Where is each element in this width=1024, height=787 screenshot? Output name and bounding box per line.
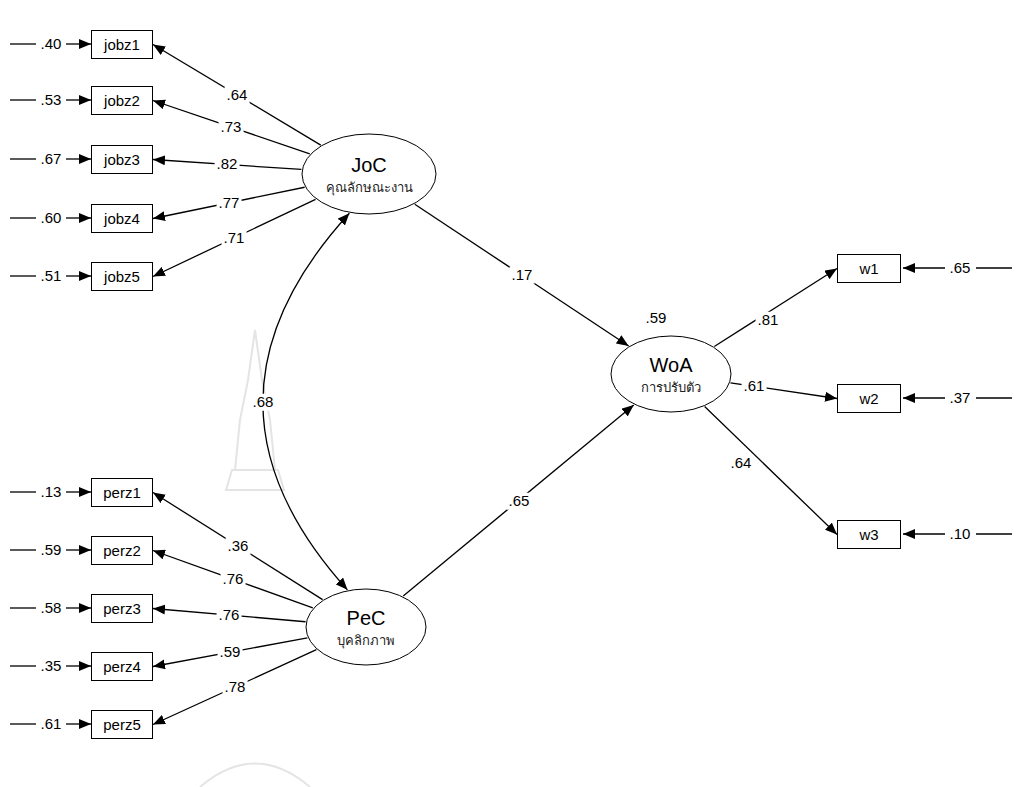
latent-ellipse: JoCคุณลักษณะงาน [301, 133, 437, 215]
indicator-name: perz3 [103, 600, 141, 617]
path-coefficient: .81 [756, 312, 781, 329]
path-arrow [153, 638, 307, 667]
path-coefficient: .36 [226, 538, 251, 555]
path-arrow [403, 405, 634, 596]
error-leader-lines [10, 44, 1012, 724]
indicator-name: jobz4 [104, 210, 140, 227]
error-variance: .10 [948, 526, 973, 543]
path-arrow [153, 101, 310, 154]
path-coefficient: .65 [507, 493, 532, 510]
indicator-name: jobz2 [104, 92, 140, 109]
correlation-arc [263, 213, 349, 590]
indicator-box: jobz5 [91, 262, 153, 291]
path-coefficient: .71 [222, 230, 247, 247]
r-squared-value: .59 [644, 310, 669, 327]
indicator-name: w1 [859, 260, 878, 277]
error-variance: .53 [39, 92, 64, 109]
indicator-box: jobz4 [91, 204, 153, 233]
path-arrow [153, 551, 313, 608]
error-variance: .67 [39, 151, 64, 168]
path-coefficient: .76 [217, 607, 242, 624]
path-coefficient: .59 [218, 644, 243, 661]
indicator-box: w3 [837, 520, 901, 549]
path-coefficient: .76 [221, 571, 246, 588]
indicator-name: perz1 [103, 484, 141, 501]
path-coefficient: .77 [217, 195, 242, 212]
indicator-box: jobz1 [91, 30, 153, 59]
path-coefficient: .64 [225, 87, 250, 104]
error-variance: .13 [39, 484, 64, 501]
error-variance: .37 [948, 390, 973, 407]
path-coefficient: .61 [742, 378, 767, 395]
indicator-box: w2 [837, 384, 901, 413]
path-coefficient: .78 [223, 679, 248, 696]
indicator-name: perz2 [103, 542, 141, 559]
indicator-box: perz5 [91, 710, 153, 739]
indicator-box: perz3 [91, 594, 153, 623]
indicator-box: jobz2 [91, 86, 153, 115]
path-coefficient: .73 [219, 119, 244, 136]
indicator-name: w3 [859, 526, 878, 543]
error-variance: .58 [39, 600, 64, 617]
path-coefficient: .17 [510, 267, 535, 284]
latent-name: PeC [347, 607, 386, 630]
indicator-box: w1 [837, 254, 901, 283]
path-arrow [415, 204, 629, 346]
path-coefficient: .64 [729, 455, 754, 472]
latent-ellipse: PeCบุคลิกภาพ [305, 588, 427, 666]
latent-thai-name: บุคลิกภาพ [337, 630, 395, 651]
error-variance: .51 [39, 268, 64, 285]
indicator-name: w2 [859, 390, 878, 407]
indicator-name: jobz5 [104, 268, 140, 285]
error-variance: .40 [39, 36, 64, 53]
latent-name: JoC [351, 154, 387, 177]
path-arrow [705, 407, 837, 535]
path-arrow [153, 493, 323, 600]
path-coefficient: .82 [215, 156, 240, 173]
indicator-box: jobz3 [91, 145, 153, 174]
path-arrow [714, 269, 837, 347]
latent-ellipse: WoAการปรับตัว [610, 335, 732, 413]
latent-name: WoA [650, 354, 693, 377]
watermark-emblem [200, 330, 310, 787]
path-arrow [153, 650, 316, 725]
correlation-value: .68 [251, 394, 276, 411]
path-arrow [153, 45, 321, 146]
error-variance: .35 [39, 658, 64, 675]
error-variance: .59 [39, 542, 64, 559]
indicator-name: jobz3 [104, 151, 140, 168]
indicator-name: jobz1 [104, 36, 140, 53]
indicator-box: perz4 [91, 652, 153, 681]
indicator-box: perz2 [91, 536, 153, 565]
indicator-box: perz1 [91, 478, 153, 507]
error-variance: .61 [39, 716, 64, 733]
latent-thai-name: คุณลักษณะงาน [326, 177, 413, 198]
indicator-name: perz4 [103, 658, 141, 675]
indicator-name: perz5 [103, 716, 141, 733]
error-variance: .65 [948, 260, 973, 277]
error-variance: .60 [39, 210, 64, 227]
path-arrow [153, 187, 305, 218]
latent-thai-name: การปรับตัว [641, 377, 701, 398]
